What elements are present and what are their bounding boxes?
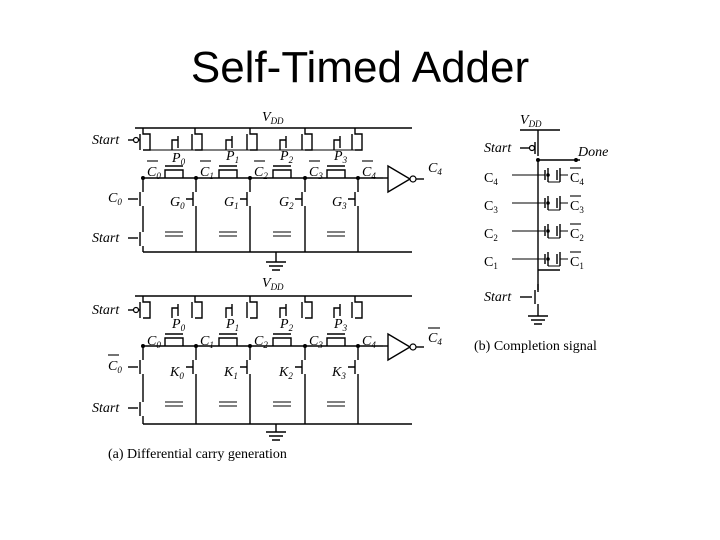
c3-bar-right-label: C3	[570, 199, 584, 215]
c4-label-lower: C4	[362, 334, 376, 350]
k0-label: K0	[169, 365, 184, 381]
p0-label-lower: P0	[171, 317, 186, 333]
c4-bar-output-label: C4	[428, 331, 442, 347]
start-label-lower-bottom: Start	[92, 401, 120, 416]
c0-label-lower: C0	[147, 334, 161, 350]
start-label-lower-top: Start	[92, 303, 120, 318]
output-inverter-lower	[387, 332, 412, 362]
caption-b: (b) Completion signal	[474, 339, 597, 354]
p2-label-lower: P2	[279, 317, 294, 333]
c2-bar-label: C2	[254, 165, 268, 181]
g1-label: G1	[224, 195, 239, 211]
output-inverter	[387, 164, 412, 194]
c1-bar-right-label: C1	[570, 255, 584, 271]
p0-label: P0	[171, 151, 186, 167]
c2-left-label: C2	[484, 227, 498, 243]
c2-bar-right-label: C2	[570, 227, 584, 243]
completion-circuit: VDD Start Done C4 C4 C3 C3 C2 C2 C1 C1	[474, 113, 608, 354]
g0-label: G0	[170, 195, 185, 211]
k1-label: K1	[223, 365, 238, 381]
c4-bar-right-label: C4	[570, 171, 584, 187]
g2-label: G2	[279, 195, 294, 211]
g3-label: G3	[332, 195, 347, 211]
c0-input-label: C0	[108, 191, 122, 207]
carry-circuit: VDD Start P0 P1 P2 P3	[92, 110, 442, 271]
start-label-b-top: Start	[484, 141, 512, 156]
vdd-label: VDD	[262, 110, 284, 126]
c4-left-label: C4	[484, 171, 498, 187]
start-label-b-bottom: Start	[484, 290, 512, 305]
c1-bar-label: C1	[200, 165, 214, 181]
c1-label-lower: C1	[200, 334, 214, 350]
p2-label: P2	[279, 149, 294, 165]
c3-label-lower: C3	[309, 334, 323, 350]
start-label-bottom: Start	[92, 231, 120, 246]
c4-output-label: C4	[428, 161, 442, 177]
done-label: Done	[577, 145, 608, 160]
c4-bar-label: C4	[362, 165, 376, 181]
p1-label-lower: P1	[225, 317, 239, 333]
c3-left-label: C3	[484, 199, 498, 215]
c0-bar-label: C0	[147, 165, 161, 181]
p1-label: P1	[225, 149, 239, 165]
precharge-transistors	[139, 128, 363, 151]
p3-label: P3	[333, 149, 348, 165]
carry-complement-circuit: VDD Start P0 P1 P2 P3 C0 C1 C2 C3 C4	[92, 276, 442, 462]
p3-label-lower: P3	[333, 317, 348, 333]
vdd-label-b: VDD	[520, 113, 542, 129]
k3-label: K3	[331, 365, 346, 381]
c1-left-label: C1	[484, 255, 498, 271]
start-label-top: Start	[92, 133, 120, 148]
caption-a: (a) Differential carry generation	[108, 447, 287, 462]
k2-label: K2	[278, 365, 293, 381]
vdd-label-lower: VDD	[262, 276, 284, 292]
slide-title: Self-Timed Adder	[190, 43, 530, 92]
c0-bar-input-label: C0	[108, 359, 122, 375]
c3-bar-label: C3	[309, 165, 323, 181]
c2-label-lower: C2	[254, 334, 268, 350]
